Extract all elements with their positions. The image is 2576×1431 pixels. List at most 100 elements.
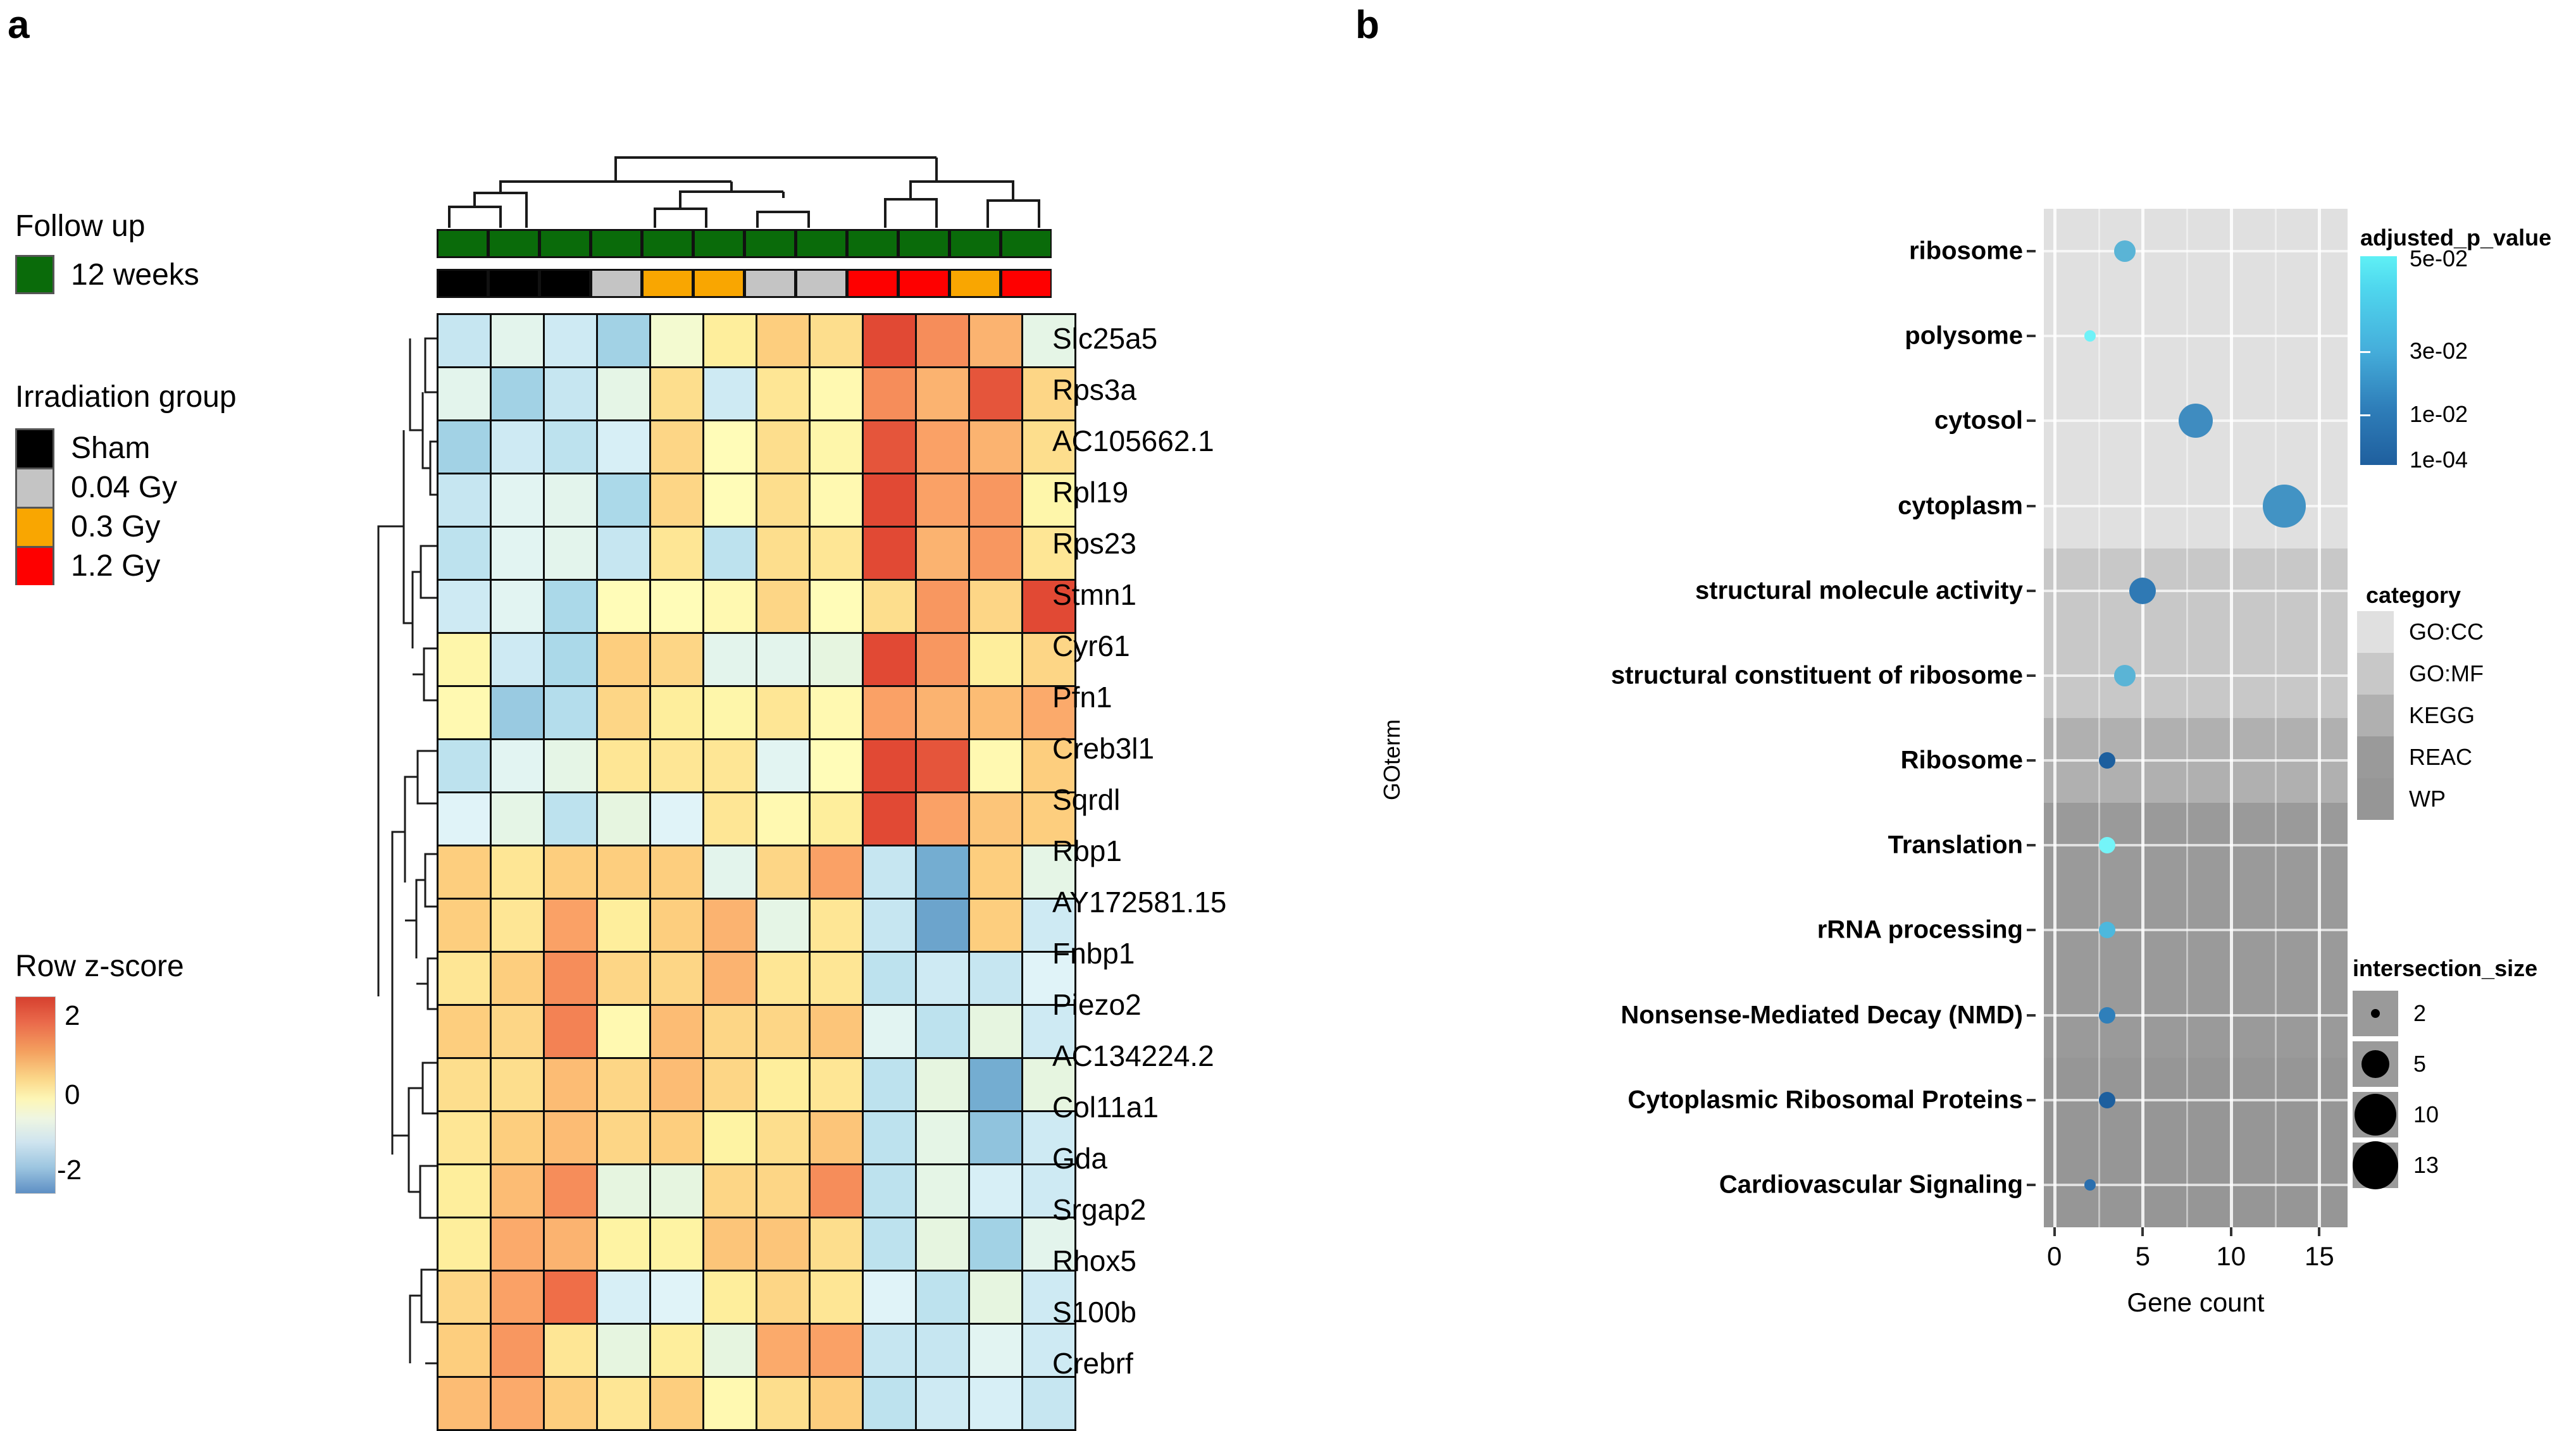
heatmap-cell [968, 313, 1023, 368]
irradiation-annotation-cell [590, 269, 642, 298]
heatmap-cell [968, 632, 1023, 687]
zscore-tick-2: 2 [65, 1000, 80, 1031]
irradiation-legend: Irradiation group Sham 0.04 Gy 0.3 Gy 1.… [15, 380, 237, 585]
heatmap-cell [490, 738, 545, 793]
goterm-label: polysome [1905, 321, 2023, 350]
pvalue-tick-mark [2360, 351, 2370, 353]
heatmap-cell [756, 1004, 811, 1059]
x-tick-label: 15 [2304, 1241, 2334, 1271]
irradiation-annotation-cell [847, 269, 898, 298]
heatmap-cell [437, 579, 492, 634]
x-tick-label: 0 [2047, 1241, 2062, 1271]
gene-label: Rpl19 [1052, 476, 1129, 509]
heatmap-row [437, 845, 1076, 900]
goterm-tick [2027, 1098, 2036, 1101]
irradiation-swatch-sham [15, 428, 54, 468]
dotplot-point[interactable] [2099, 1091, 2116, 1108]
dotplot-point[interactable] [2129, 577, 2156, 604]
heatmap-cell [543, 579, 598, 634]
heatmap-cell [915, 1270, 970, 1325]
heatmap-cell [490, 632, 545, 687]
heatmap-cell [1021, 685, 1076, 740]
heatmap-cell [649, 313, 704, 368]
gridline-row [2044, 250, 2348, 253]
goterm-tick [2027, 504, 2036, 507]
size-legend-dot [2371, 1009, 2380, 1018]
heatmap-cell [809, 1217, 864, 1272]
heatmap-cell [702, 1004, 757, 1059]
gridline-major [2053, 209, 2056, 1227]
gene-label: Creb3l1 [1052, 732, 1155, 765]
heatmap-cell [915, 1004, 970, 1059]
heatmap-cell [490, 1323, 545, 1378]
heatmap-cell [968, 1004, 1023, 1059]
heatmap-cell [809, 419, 864, 474]
heatmap-cell [862, 1323, 917, 1378]
heatmap-cell [649, 1004, 704, 1059]
heatmap-cell [543, 738, 598, 793]
dotplot-point[interactable] [2114, 664, 2136, 686]
heatmap-cell [968, 791, 1023, 846]
dotplot-point[interactable] [2179, 404, 2213, 438]
x-tick-label: 10 [2216, 1241, 2246, 1271]
heatmap-cell [490, 1057, 545, 1112]
heatmap-cell [702, 1057, 757, 1112]
size-legend-dot [2353, 1141, 2398, 1189]
pvalue-tick-label: 1e-04 [2410, 447, 2468, 473]
heatmap-cell [756, 685, 811, 740]
goterm-tick [2027, 759, 2036, 762]
size-legend-dot [2355, 1094, 2396, 1136]
size-legend-key [2353, 1041, 2398, 1087]
heatmap-cell [543, 1376, 598, 1431]
dotplot-point[interactable] [2262, 484, 2306, 528]
heatmap-cell [596, 791, 651, 846]
heatmap-cell [915, 1163, 970, 1218]
heatmap-cell [490, 473, 545, 528]
heatmap-cell [543, 845, 598, 900]
heatmap-cell [756, 366, 811, 421]
dotplot-point[interactable] [2099, 922, 2116, 939]
column-dendrogram [448, 156, 1040, 228]
heatmap-cell [809, 1323, 864, 1378]
heatmap-cell [596, 845, 651, 900]
heatmap-cell [596, 1004, 651, 1059]
heatmap-cell [809, 951, 864, 1006]
gridline-row [2044, 674, 2348, 677]
heatmap-cell [862, 526, 917, 581]
heatmap-grid [437, 313, 1076, 1431]
dotplot-point[interactable] [2099, 752, 2116, 769]
heatmap-cell [437, 419, 492, 474]
heatmap-cell [543, 313, 598, 368]
dotplot-point[interactable] [2084, 330, 2096, 342]
heatmap-cell [756, 898, 811, 953]
heatmap-cell [649, 419, 704, 474]
followup-label-12weeks: 12 weeks [71, 257, 199, 292]
column-annotation-followup [437, 229, 1052, 258]
dotplot-point[interactable] [2099, 1007, 2116, 1024]
heatmap-cell [490, 1376, 545, 1431]
heatmap-row [437, 1163, 1076, 1218]
dotplot-point[interactable] [2099, 837, 2116, 854]
category-legend-label: WP [2409, 786, 2446, 812]
gridline-row [2044, 589, 2348, 592]
goterm-tick [2027, 589, 2036, 592]
category-legend-swatch-kegg [2357, 695, 2394, 736]
heatmap-row [437, 366, 1076, 421]
dotplot-point[interactable] [2114, 240, 2136, 263]
heatmap-cell [649, 1110, 704, 1165]
heatmap-cell [968, 1217, 1023, 1272]
dotplot-point[interactable] [2084, 1179, 2096, 1191]
heatmap-cell [649, 1270, 704, 1325]
irradiation-legend-item-sham: Sham [15, 428, 237, 468]
heatmap-cell [862, 738, 917, 793]
zscore-legend: Row z-score 2 0 -2 [15, 949, 184, 1194]
heatmap-cell [862, 1376, 917, 1431]
heatmap-cell [490, 579, 545, 634]
heatmap-cell [915, 419, 970, 474]
size-legend-key [2353, 1092, 2398, 1137]
category-legend-title: category [2366, 582, 2461, 608]
heatmap-cell [702, 1110, 757, 1165]
heatmap-cell [543, 526, 598, 581]
heatmap-cell [649, 1057, 704, 1112]
gene-label: Slc25a5 [1052, 322, 1158, 355]
